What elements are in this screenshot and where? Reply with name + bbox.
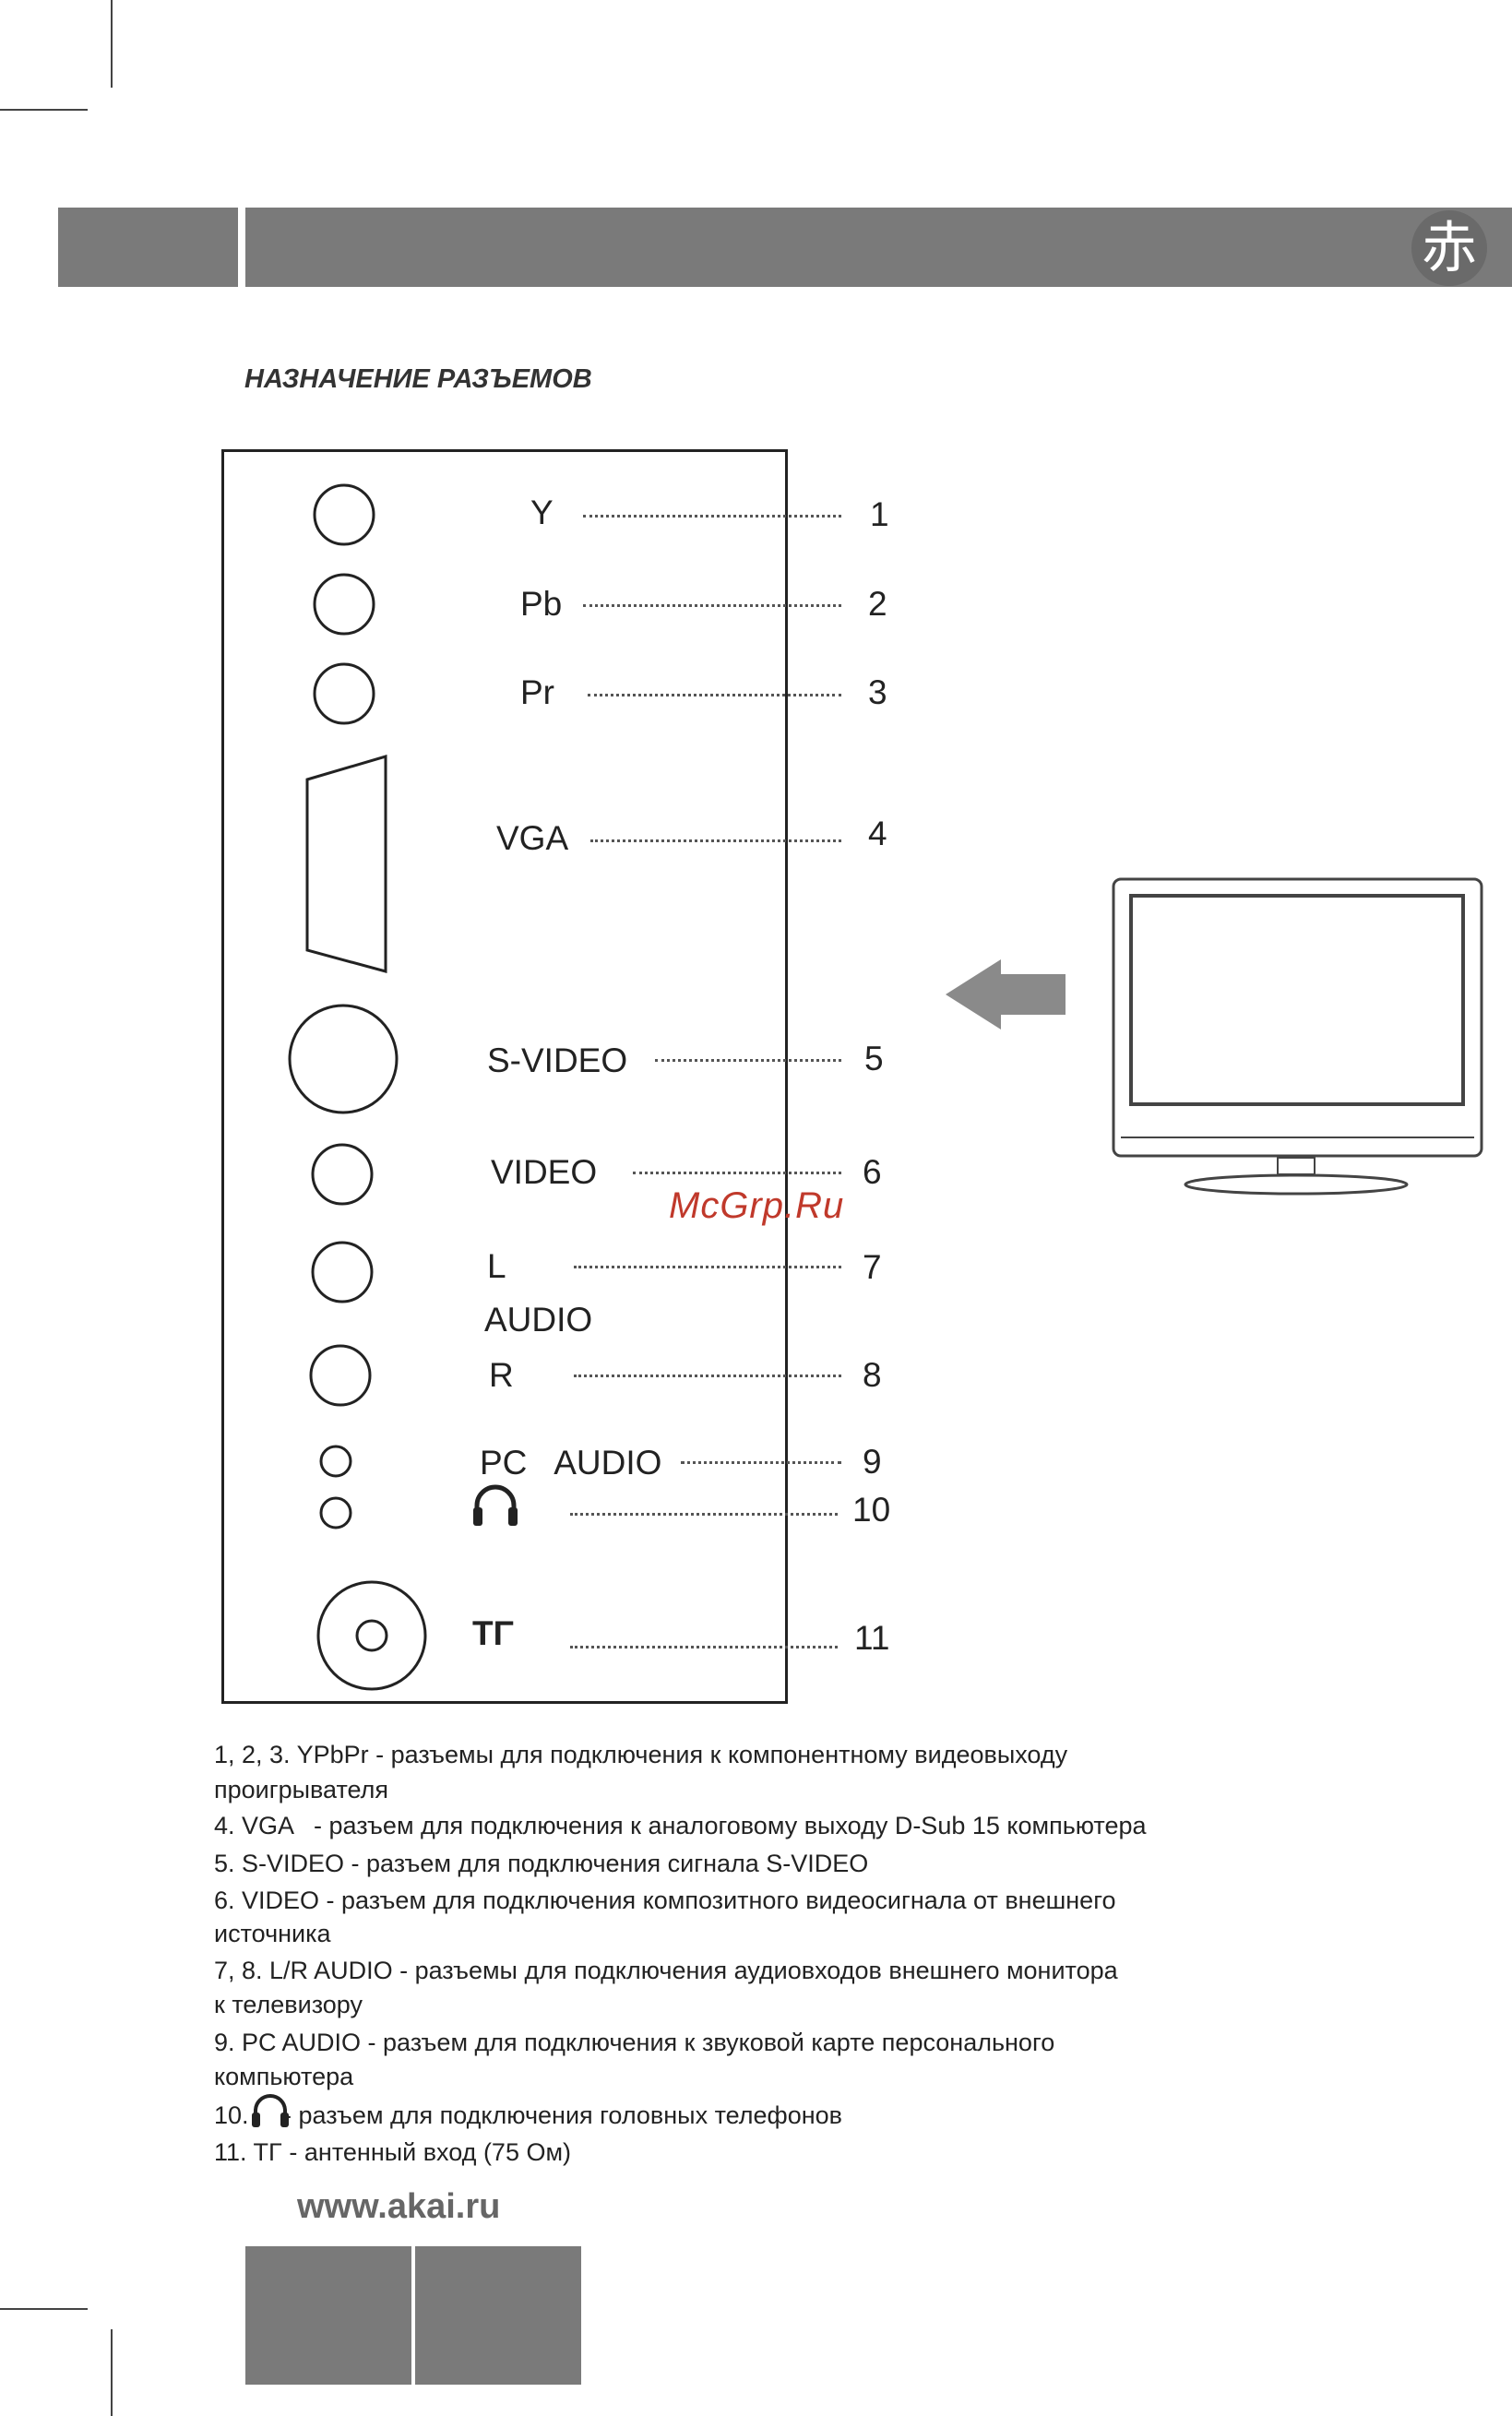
jack-headphones — [319, 1496, 352, 1529]
number-5: 5 — [864, 1040, 884, 1077]
antenna-port-outer — [316, 1580, 427, 1691]
number-8: 8 — [863, 1356, 882, 1394]
desc-line-10: компьютера — [214, 2063, 354, 2090]
desc-line-8: к телевизору — [214, 1991, 363, 2018]
crop-mark-bottom — [111, 2329, 113, 2416]
jack-y — [313, 483, 375, 546]
arrow-left-icon — [946, 959, 1066, 1029]
number-4: 4 — [868, 815, 887, 852]
vga-port — [305, 754, 387, 973]
label-y: Y — [530, 494, 554, 531]
leader-7 — [574, 1266, 841, 1268]
footer-block-left — [245, 2246, 411, 2385]
section-title: НАЗНАЧЕНИЕ РАЗЪЕМОВ — [244, 364, 592, 394]
headphones-icon — [473, 1484, 518, 1526]
jack-video — [311, 1143, 374, 1206]
jack-svideo — [288, 1004, 399, 1114]
number-6: 6 — [863, 1153, 882, 1191]
desc-line-6: источника — [214, 1920, 331, 1947]
label-audio-l: L — [487, 1247, 506, 1285]
header-bar-right — [245, 208, 1512, 287]
label-audio: AUDIO — [484, 1301, 593, 1339]
label-antenna: ΤΓ — [472, 1614, 514, 1652]
desc-line-5: 6. VIDEO - разъем для подключения композ… — [214, 1886, 1116, 1914]
leader-9 — [681, 1461, 841, 1464]
label-video: VIDEO — [491, 1153, 598, 1191]
label-pr: Pr — [520, 673, 554, 711]
number-3: 3 — [868, 673, 887, 711]
leader-5 — [655, 1059, 841, 1062]
leader-1 — [583, 515, 841, 518]
number-10: 10 — [852, 1491, 891, 1529]
watermark: McGrp.Ru — [669, 1185, 845, 1226]
desc-line-11: 10. - разъем для подключения головных те… — [214, 2101, 843, 2129]
desc-line-7: 7, 8. L/R AUDIO - разъемы для подключени… — [214, 1957, 1118, 1984]
number-11: 11 — [854, 1619, 890, 1657]
crop-mark-bottom-left — [0, 2308, 88, 2310]
number-9: 9 — [863, 1443, 882, 1481]
label-svideo: S-VIDEO — [487, 1041, 628, 1079]
leader-8 — [574, 1375, 841, 1377]
number-2: 2 — [868, 585, 887, 623]
label-pb: Pb — [520, 585, 563, 623]
header-bar-left — [58, 208, 238, 287]
leader-2 — [583, 604, 841, 607]
jack-pr — [313, 662, 375, 725]
leader-6 — [633, 1172, 841, 1174]
number-1: 1 — [870, 495, 889, 533]
jack-audio-r — [309, 1344, 372, 1407]
jack-audio-l — [311, 1241, 374, 1303]
leader-4 — [590, 839, 841, 842]
label-audio-r: R — [489, 1356, 514, 1394]
desc-line-1: 1, 2, 3. YPbPr - разъемы для подключения… — [214, 1741, 1068, 1768]
desc-line-3: 4. VGA - разъем для подключения к аналог… — [214, 1812, 1147, 1839]
leader-11 — [570, 1646, 838, 1648]
crop-mark-top-left — [0, 109, 88, 111]
antenna-port-inner — [355, 1619, 388, 1652]
desc-line-2: проигрывателя — [214, 1776, 389, 1803]
headphones-icon-desc — [252, 2094, 289, 2127]
crop-mark-top — [111, 0, 113, 88]
footer-block-right — [415, 2246, 581, 2385]
label-vga: VGA — [496, 819, 569, 857]
desc-line-4: 5. S-VIDEO - разъем для подключения сигн… — [214, 1850, 869, 1877]
leader-3 — [588, 694, 841, 696]
number-7: 7 — [863, 1248, 882, 1286]
desc-line-12: 11. ΤΓ - антенный вход (75 Ом) — [214, 2138, 572, 2166]
logo-seal: 赤 — [1411, 210, 1487, 286]
label-pc-audio: PC AUDIO — [480, 1444, 662, 1482]
jack-pc-audio — [319, 1445, 352, 1478]
jack-pb — [313, 573, 375, 636]
website-link[interactable]: www.akai.ru — [297, 2187, 501, 2226]
tv-monitor-icon — [1112, 877, 1483, 1196]
leader-10 — [570, 1513, 838, 1516]
connector-panel — [221, 449, 788, 1704]
desc-line-9: 9. PC AUDIO - разъем для подключения к з… — [214, 2029, 1055, 2056]
